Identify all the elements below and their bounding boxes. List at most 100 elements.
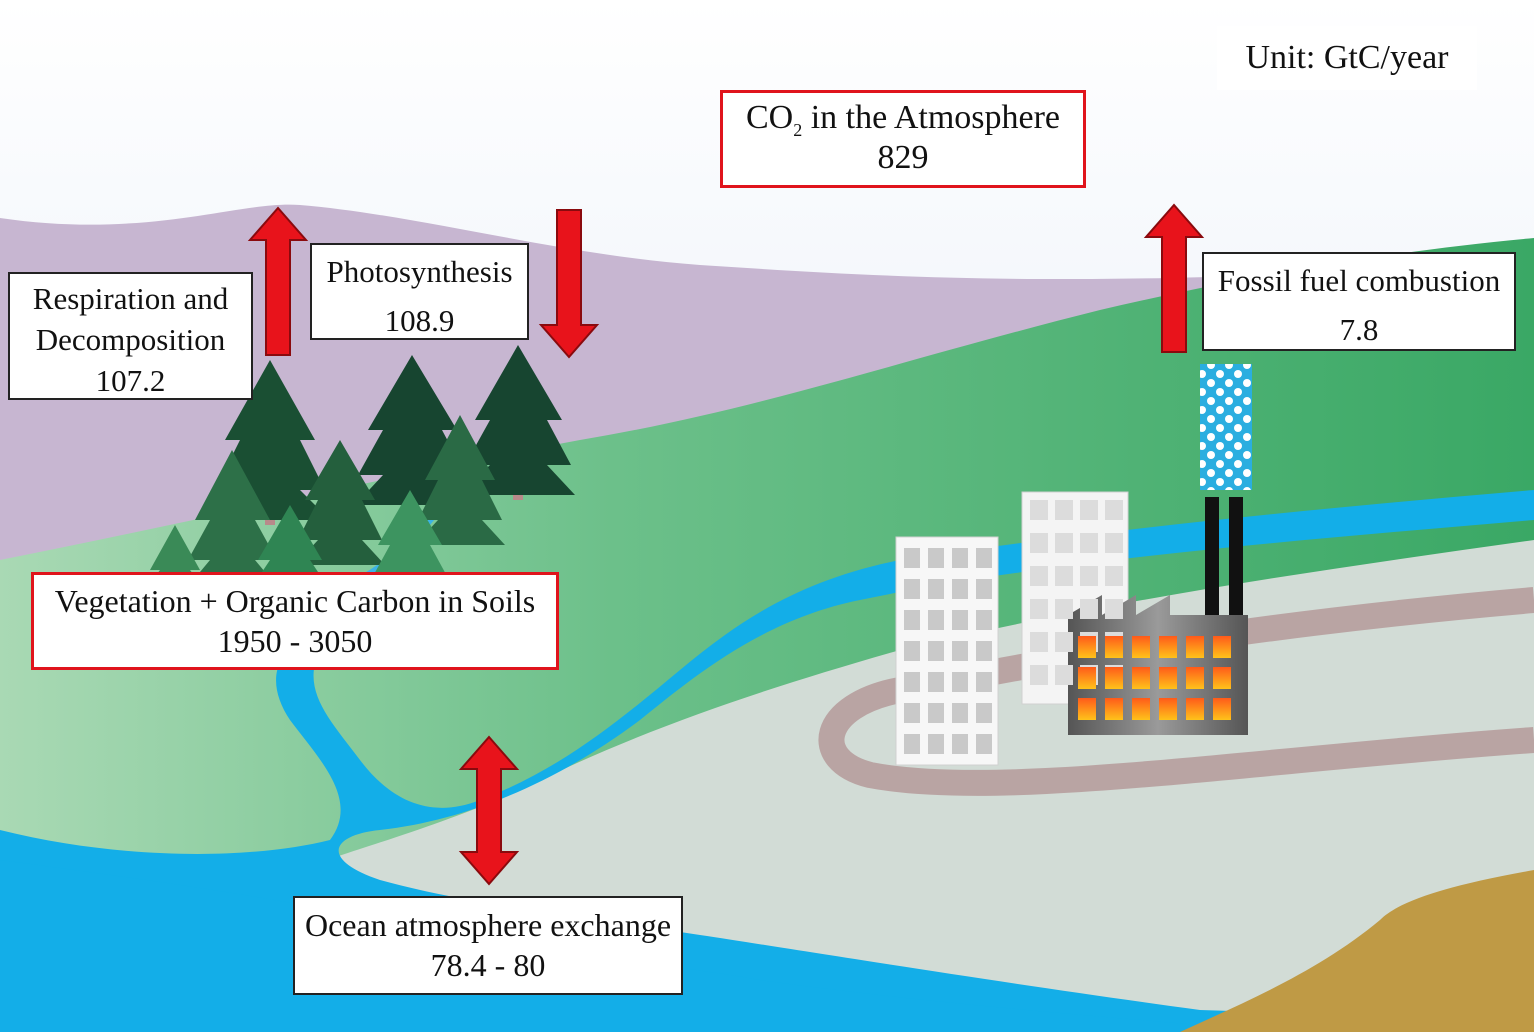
respiration-box: Respiration and Decomposition 107.2 — [8, 272, 253, 400]
ocean-label: Ocean atmosphere exchange — [304, 907, 672, 943]
building-window — [1105, 533, 1123, 553]
factory-window — [1132, 636, 1150, 658]
factory-window — [1105, 636, 1123, 658]
respiration-line-2: Decomposition — [35, 322, 226, 357]
factory-window — [1132, 698, 1150, 720]
photosynthesis-box: Photosynthesis 108.9 — [310, 243, 529, 340]
fossil-fuel-value: 7.8 — [1339, 312, 1379, 347]
respiration-arrow — [247, 206, 309, 356]
factory-window — [1078, 636, 1096, 658]
ocean-value: 78.4 - 80 — [430, 947, 546, 983]
building-window — [928, 641, 944, 661]
respiration-line-1: Respiration and — [32, 281, 229, 316]
tree — [185, 450, 280, 590]
atmosphere-label-suffix: in the Atmosphere — [802, 99, 1061, 136]
building-window — [952, 703, 968, 723]
building-window — [904, 641, 920, 661]
vegetation-label: Vegetation + Organic Carbon in Soils — [54, 583, 536, 619]
building-window — [1080, 500, 1098, 520]
building-window — [1080, 566, 1098, 586]
factory-window — [1132, 667, 1150, 689]
building-window — [904, 548, 920, 568]
building-window — [952, 641, 968, 661]
building-window — [1055, 500, 1073, 520]
ocean-exchange-arrow — [458, 735, 520, 886]
ocean-box: Ocean atmosphere exchange 78.4 - 80 — [293, 896, 683, 995]
vegetation-box: Vegetation + Organic Carbon in Soils 195… — [31, 572, 559, 670]
building-window — [904, 672, 920, 692]
building-window — [1030, 566, 1048, 586]
forest — [145, 345, 575, 590]
tree — [372, 490, 448, 578]
building-window — [1030, 500, 1048, 520]
unit-label: Unit: GtC/year — [1217, 26, 1477, 90]
building-window — [1030, 533, 1048, 553]
building-window — [952, 610, 968, 630]
building-window — [952, 579, 968, 599]
building-window — [928, 548, 944, 568]
building-window — [1055, 566, 1073, 586]
building-window — [928, 579, 944, 599]
factory-window — [1186, 698, 1204, 720]
building-window — [952, 672, 968, 692]
factory-window — [1105, 667, 1123, 689]
soil — [1180, 870, 1534, 1032]
factory-window — [1213, 636, 1231, 658]
unit-label-text: Unit: GtC/year — [1245, 39, 1449, 76]
building-window — [976, 641, 992, 661]
atmosphere-label: CO2 in the Atmosphere — [723, 98, 1083, 140]
fossil-fuel-arrow — [1143, 203, 1205, 353]
building-window — [976, 734, 992, 754]
photosynthesis-value: 108.9 — [384, 303, 455, 338]
tree — [295, 440, 385, 565]
fossil-fuel-box: Fossil fuel combustion 7.8 — [1202, 252, 1516, 351]
building-window — [976, 579, 992, 599]
tree — [415, 415, 505, 545]
photosynthesis-label: Photosynthesis — [326, 254, 513, 289]
building-window — [904, 579, 920, 599]
factory-window — [1078, 698, 1096, 720]
factory-window — [1105, 698, 1123, 720]
building-window — [928, 610, 944, 630]
building-window — [1080, 533, 1098, 553]
atmosphere-label-subscript: 2 — [793, 119, 803, 140]
photosynthesis-arrow — [538, 209, 600, 359]
factory-window — [1213, 667, 1231, 689]
factory-window — [1186, 636, 1204, 658]
factory-window — [1159, 667, 1177, 689]
building-window — [1030, 632, 1048, 652]
factory-window — [1078, 667, 1096, 689]
building-window — [976, 610, 992, 630]
tree — [460, 345, 575, 500]
building-window — [952, 548, 968, 568]
fossil-fuel-label: Fossil fuel combustion — [1217, 263, 1501, 298]
factory-window — [1159, 698, 1177, 720]
building-window — [904, 610, 920, 630]
factory-window — [1159, 636, 1177, 658]
building-window — [1030, 599, 1048, 619]
building-window — [976, 548, 992, 568]
building-window — [1105, 566, 1123, 586]
building-window — [952, 734, 968, 754]
building-window — [928, 734, 944, 754]
building-window — [904, 703, 920, 723]
building-window — [976, 703, 992, 723]
factory-window — [1186, 667, 1204, 689]
building-window — [976, 672, 992, 692]
building-window — [928, 672, 944, 692]
building-window — [1055, 533, 1073, 553]
atmosphere-value: 829 — [877, 139, 929, 176]
building-window — [1055, 632, 1073, 652]
road — [818, 587, 1534, 796]
building-window — [904, 734, 920, 754]
atmosphere-box: CO2 in the Atmosphere 829 — [720, 90, 1086, 188]
building-window — [1055, 599, 1073, 619]
building-window — [1105, 599, 1123, 619]
building-window — [1080, 599, 1098, 619]
respiration-value: 107.2 — [95, 363, 166, 398]
factory-window — [1213, 698, 1231, 720]
building-window — [1030, 665, 1048, 685]
tree — [250, 505, 330, 590]
atmosphere-label-prefix: CO — [745, 99, 794, 136]
building-window — [928, 703, 944, 723]
